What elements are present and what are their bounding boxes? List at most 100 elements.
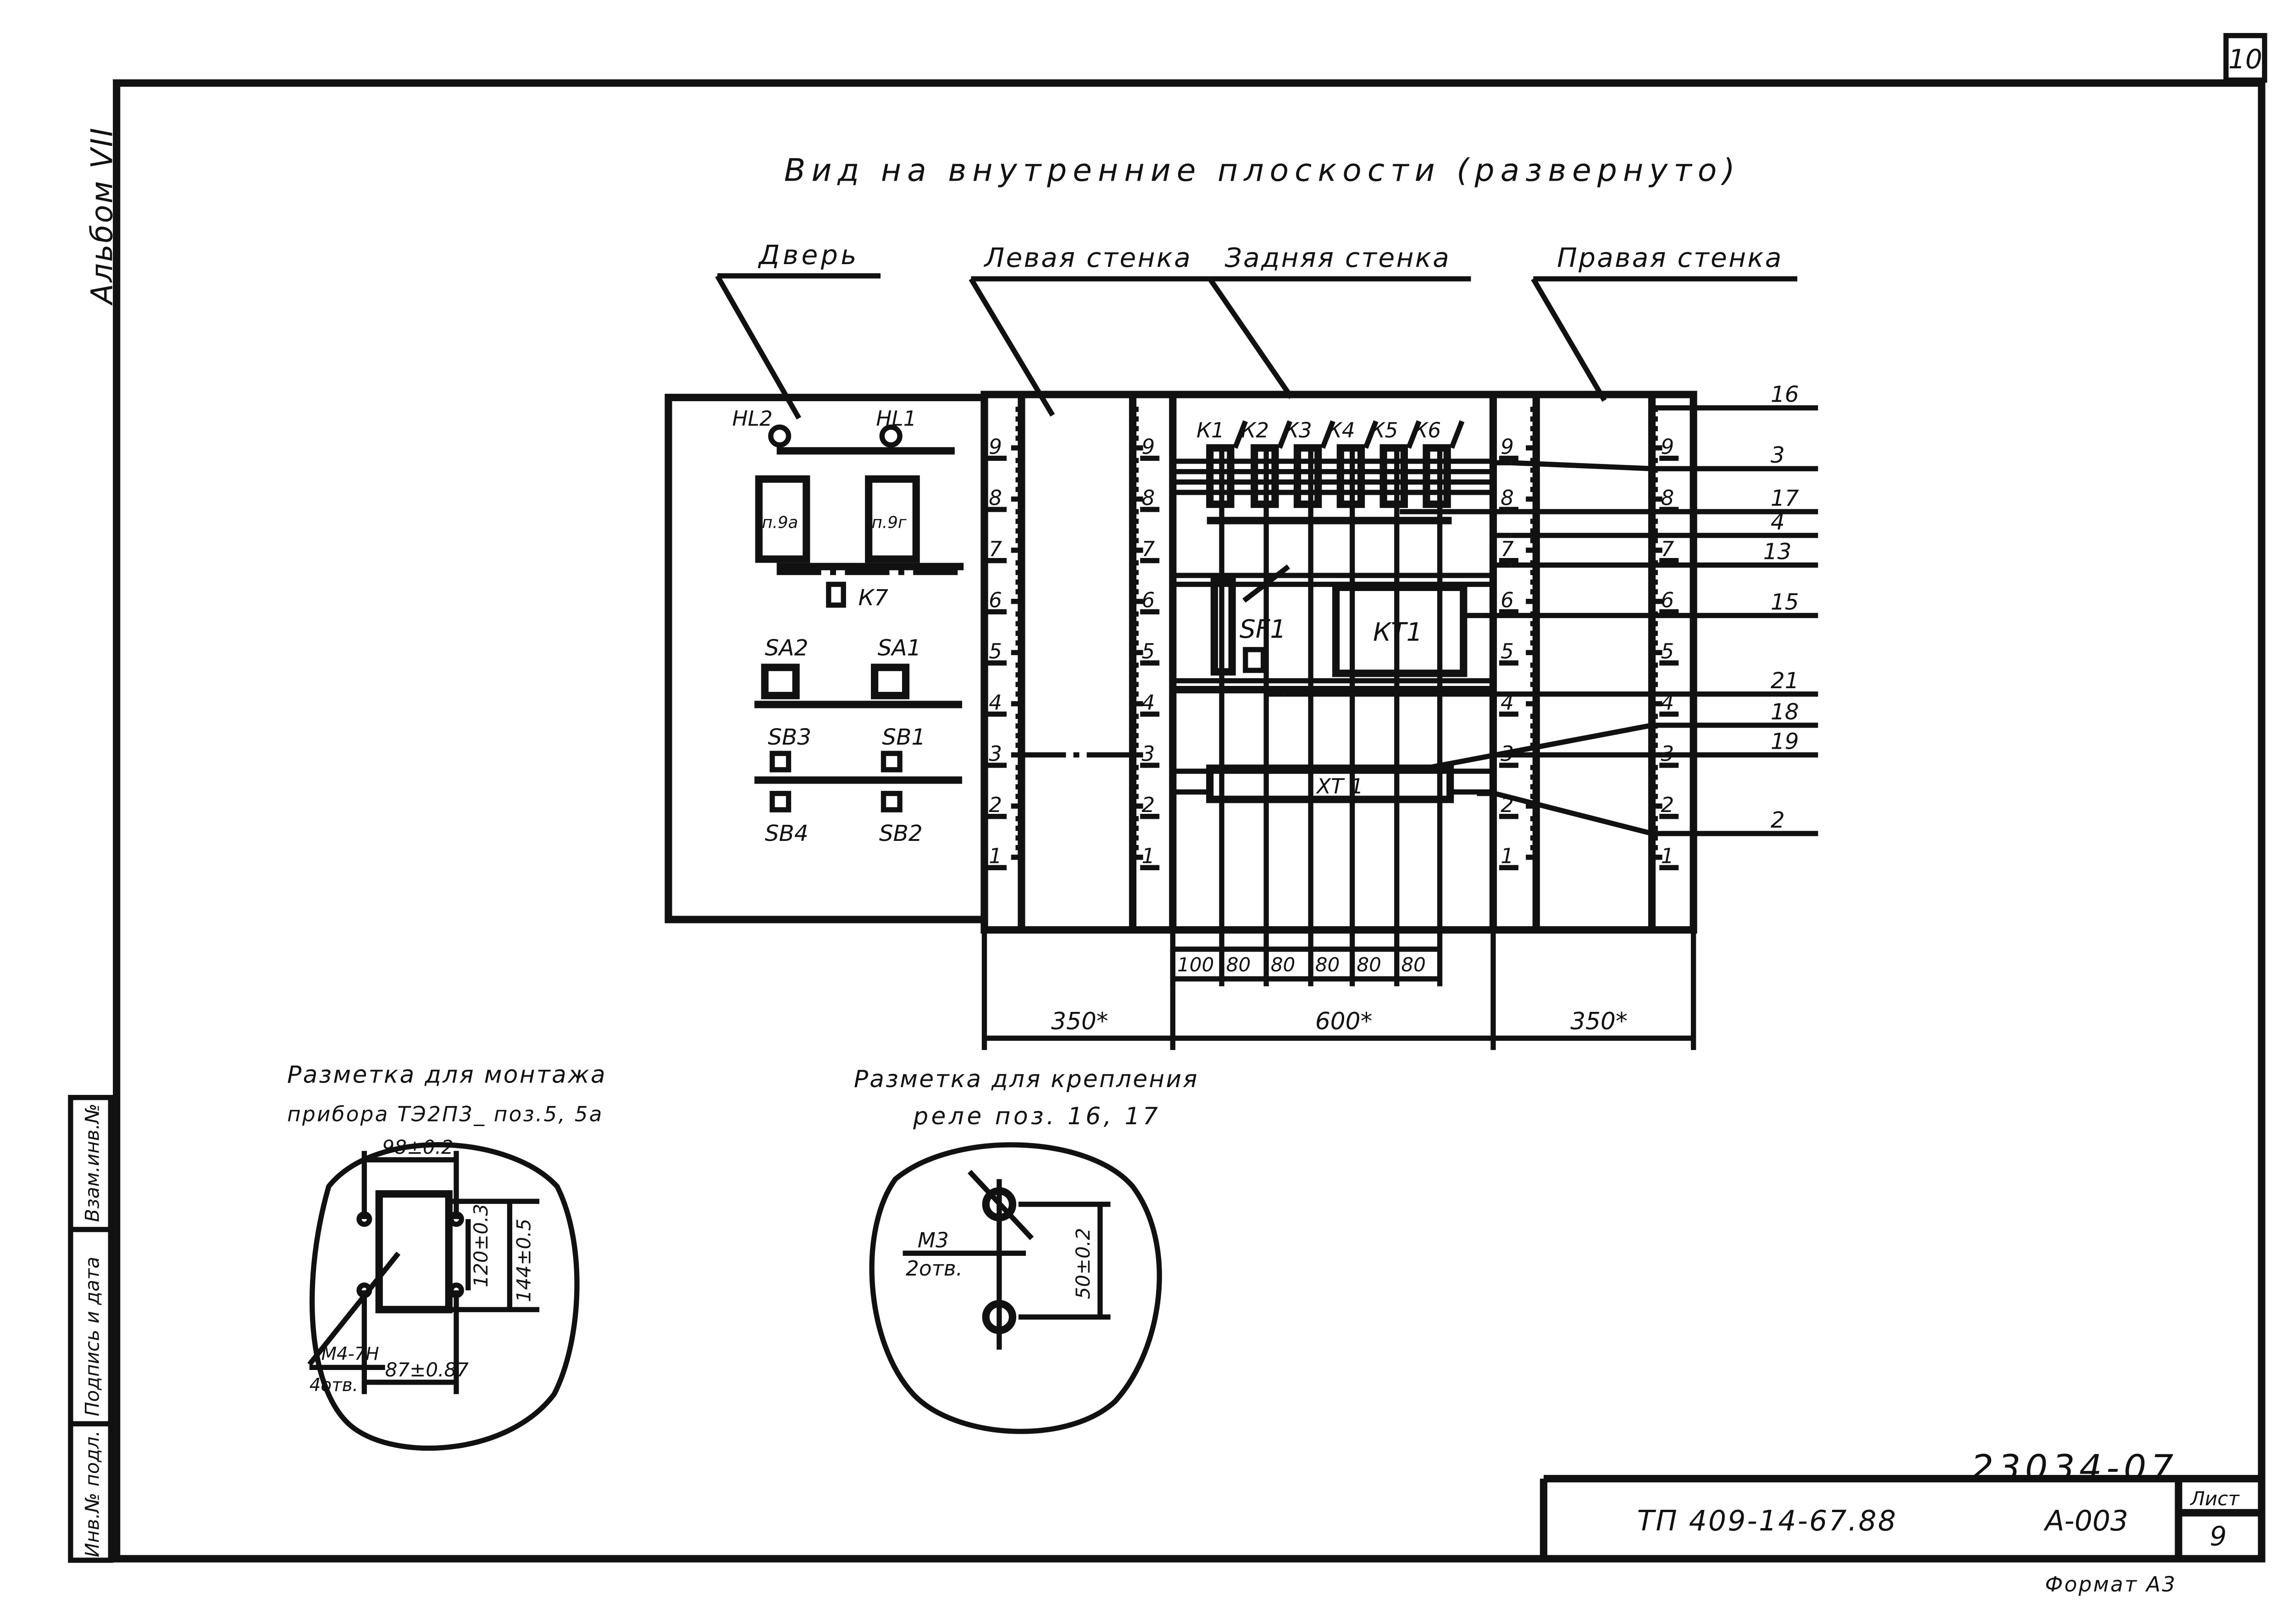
- scale-number: 9: [989, 435, 1002, 459]
- callout-number: 3: [1771, 442, 1785, 468]
- p9g-label: п.9г: [872, 514, 907, 532]
- relay-5: [1379, 444, 1408, 508]
- scale-number: 5: [1661, 639, 1674, 663]
- scale-number: 8: [989, 486, 1002, 510]
- relay-label: К6: [1413, 418, 1441, 442]
- scale-number: 6: [1661, 588, 1674, 613]
- scale-number: 5: [989, 639, 1002, 663]
- scale-number: 3: [1141, 741, 1155, 766]
- callout-number: 17: [1771, 486, 1799, 511]
- p9a-label: п.9а: [762, 514, 798, 532]
- marking1-height-outer: 144±0.5: [513, 1219, 535, 1302]
- marking1-holes: 4отв.: [310, 1375, 358, 1396]
- breaker-sf1-handle: [1243, 647, 1266, 673]
- marking1-height-inner: 120±0.3: [470, 1204, 492, 1287]
- relay-divider: [1277, 420, 1293, 449]
- album-code: А-003: [2043, 1505, 2128, 1537]
- dim-right-wall: 350*: [1570, 1008, 1628, 1035]
- marking2-holes: 2отв.: [906, 1256, 963, 1281]
- document-number: 23034-07: [1971, 1447, 2178, 1489]
- relay-divider: [1232, 420, 1248, 449]
- stamp-replace-label: Взам.инв.№: [81, 1104, 103, 1222]
- marking-instrument: Разметка для монтажа прибора ТЭ2П3_ поз.…: [287, 1061, 607, 1451]
- title-block: 23034-07 ТП 409-14-67.88 А-003 Лист 9 Фо…: [1540, 1447, 2262, 1596]
- k7-label: К7: [858, 585, 888, 611]
- stamp-signature-label: Подпись и дата: [81, 1257, 103, 1416]
- dim-small: 100: [1177, 954, 1214, 976]
- scale-number: 4: [989, 690, 1002, 715]
- door-panel: HL2 HL1 п.9а п.9г К7 SA2 SA1 SB3 SB1 SB4…: [665, 393, 988, 923]
- callout-number: 4: [1771, 509, 1785, 535]
- switch-sa1: [871, 663, 910, 700]
- dim-small: 80: [1401, 954, 1426, 976]
- sa1-label: SA1: [878, 635, 921, 661]
- right-wall-label: Правая стенка: [1557, 242, 1783, 273]
- section-labels: Дверь Левая стенка Задняя стенка Правая …: [715, 239, 1798, 420]
- button-sb4: [770, 790, 792, 812]
- project-code: ТП 409-14-67.88: [1637, 1505, 1897, 1537]
- relay-divider: [1449, 420, 1465, 449]
- scale-number: 1: [1141, 844, 1155, 868]
- sb4-label: SB4: [765, 821, 809, 846]
- callout-number: 19: [1771, 729, 1799, 755]
- marking1-width: 98±0.2: [382, 1136, 454, 1159]
- album-label: Альбом VII: [85, 127, 119, 306]
- scale-number: 3: [989, 741, 1002, 766]
- instrument-p9a: [755, 475, 810, 563]
- button-sb1: [881, 751, 903, 773]
- relay-k7: [826, 581, 846, 608]
- marking1-title: Разметка для монтажа: [287, 1061, 607, 1088]
- outer-frame: [113, 79, 2265, 1563]
- scale-number: 9: [1661, 435, 1674, 459]
- scale-number: 2: [1661, 793, 1674, 817]
- scale-number: 1: [989, 844, 1002, 868]
- scale-number: 8: [1661, 486, 1674, 510]
- marking2-thread: М3: [918, 1228, 949, 1252]
- sheet-number-box: [2223, 33, 2267, 83]
- stamp-inv-label: Инв.№ подл.: [81, 1431, 103, 1558]
- sheet-label: Лист: [2189, 1487, 2240, 1510]
- callout-leader: [1494, 791, 1653, 836]
- marking1-thread: М4-7Н: [321, 1344, 379, 1364]
- hl2-lamp: [768, 424, 792, 448]
- relay-label: К1: [1196, 418, 1224, 442]
- sheet-number: 10: [2228, 44, 2262, 75]
- sa2-label: SA2: [765, 635, 809, 661]
- marking1-subtitle: прибора ТЭ2П3_ поз.5, 5а: [287, 1102, 604, 1126]
- side-stamp: Инв.№ подл. Подпись и дата Взам.инв.№: [68, 1095, 113, 1563]
- callout-leader: [1511, 460, 1652, 471]
- timer-kt1: [1332, 583, 1468, 677]
- dim-left-wall: 350*: [1051, 1008, 1108, 1035]
- xt1-label: ХТ 1: [1316, 774, 1363, 799]
- relay-label: К2: [1241, 418, 1269, 442]
- switch-sa2: [761, 663, 800, 700]
- callout-number: 2: [1771, 807, 1785, 833]
- relay-divider: [1363, 420, 1379, 449]
- hl1-lamp: [879, 424, 903, 448]
- relay-label: К5: [1370, 418, 1398, 442]
- button-sb3: [770, 751, 792, 773]
- scale-number: 2: [1141, 793, 1155, 817]
- scale-number: 7: [1661, 537, 1674, 561]
- dim-back-wall: 600*: [1315, 1008, 1373, 1035]
- relay-6: [1423, 444, 1451, 508]
- callout-number: 13: [1763, 539, 1792, 564]
- paper-format: Формат А3: [2045, 1572, 2177, 1596]
- relay-label: К3: [1284, 418, 1312, 442]
- relay-3: [1293, 444, 1322, 508]
- callout-number: 15: [1771, 589, 1799, 615]
- button-sb2: [881, 790, 903, 812]
- sb2-label: SB2: [879, 821, 923, 846]
- marking2-spacing: 50±0.2: [1072, 1228, 1094, 1299]
- dim-small: 80: [1357, 954, 1381, 976]
- drawing-title: Вид на внутренние плоскости (развернуто): [784, 153, 1741, 189]
- sf1-label: SF1: [1240, 614, 1286, 644]
- scale-number: 6: [1141, 588, 1155, 613]
- scale-number: 5: [1501, 639, 1514, 663]
- marking2-title: Разметка для крепления: [854, 1066, 1199, 1093]
- dim-small: 80: [1315, 954, 1340, 976]
- callout-leader: [1417, 723, 1653, 773]
